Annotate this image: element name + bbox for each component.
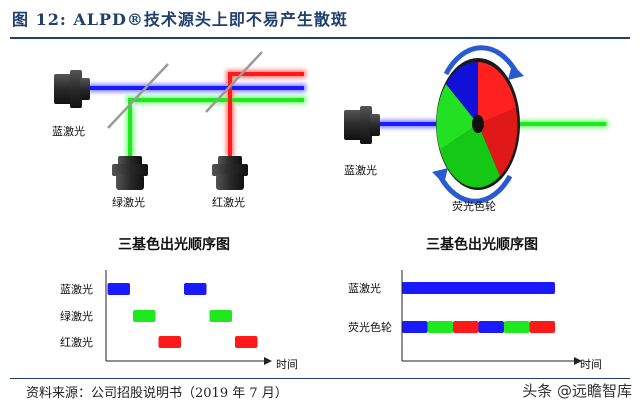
left-chart-x-label: 时间 xyxy=(276,358,298,371)
left-chart-segment-green xyxy=(133,310,156,322)
right-blue-laser-label: 蓝激光 xyxy=(344,163,377,177)
right-chart-row-label: 荧光色轮 xyxy=(348,320,392,334)
left-chart-row-label: 红激光 xyxy=(60,335,93,349)
left-chart-segment-red xyxy=(158,336,181,348)
title-divider xyxy=(10,37,630,39)
figure-source: 资料来源：公司招股说明书（2019 年 7 月） xyxy=(26,386,288,401)
left-chart-segment-green xyxy=(209,310,232,322)
right-chart-segment-green xyxy=(504,321,530,333)
left-optical-diagram: 蓝激光 绿激光 红激光 xyxy=(52,51,306,209)
right-chart-segment-blue xyxy=(402,321,428,333)
right-chart-segment-red xyxy=(529,321,555,333)
left-red-laser-label: 红激光 xyxy=(212,195,245,209)
phosphor-color-wheel xyxy=(432,45,524,204)
left-chart-segment-blue xyxy=(107,283,130,295)
figure-title: 图 12: ALPD®技术源头上即不易产生散斑 xyxy=(12,10,348,29)
red-laser-beam-vertical xyxy=(228,74,232,156)
right-chart-row-label: 蓝激光 xyxy=(348,281,381,295)
right-blue-laser-beam xyxy=(378,122,478,126)
blue-laser-unit xyxy=(54,70,90,108)
left-chart-segment-red xyxy=(235,336,258,348)
right-chart-segment-green xyxy=(427,321,453,333)
left-chart-x-arrow xyxy=(264,357,272,365)
watermark-handle: @远瞻智库 xyxy=(556,382,632,400)
rotation-arrow-bottom xyxy=(437,174,513,204)
left-green-laser-label: 绿激光 xyxy=(112,195,145,209)
right-chart-segment-blue xyxy=(402,282,555,294)
right-chart-x-arrow xyxy=(574,357,582,365)
right-chart-title: 三基色出光顺序图 xyxy=(426,236,538,253)
green-laser-beam-vertical xyxy=(128,100,132,156)
right-optical-diagram: 蓝激光 荧光色轮 xyxy=(344,45,608,213)
right-chart-segment-red xyxy=(453,321,479,333)
right-green-output-beam xyxy=(480,122,606,126)
rotation-arrow-top xyxy=(443,45,519,76)
left-chart-row-label: 蓝激光 xyxy=(60,282,93,296)
right-chart-x-label: 时间 xyxy=(580,358,602,371)
green-laser-unit xyxy=(112,156,148,190)
watermark: 头条 @远瞻智库 xyxy=(522,380,632,401)
blue-laser-beam xyxy=(88,86,304,90)
left-chart-row-label: 绿激光 xyxy=(60,309,93,323)
right-blue-laser-unit xyxy=(344,106,380,144)
left-chart-segment-blue xyxy=(184,283,207,295)
red-laser-unit xyxy=(212,156,248,190)
red-laser-beam xyxy=(228,72,304,76)
watermark-prefix: 头条 xyxy=(522,382,553,400)
left-chart-title: 三基色出光顺序图 xyxy=(118,236,230,253)
dichroic-mirror-2 xyxy=(205,51,263,113)
dichroic-mirror-1 xyxy=(107,63,169,129)
right-chart-segment-blue xyxy=(478,321,504,333)
left-blue-laser-label: 蓝激光 xyxy=(52,124,85,138)
phosphor-wheel-label: 荧光色轮 xyxy=(452,199,496,213)
footer-divider xyxy=(10,378,630,379)
